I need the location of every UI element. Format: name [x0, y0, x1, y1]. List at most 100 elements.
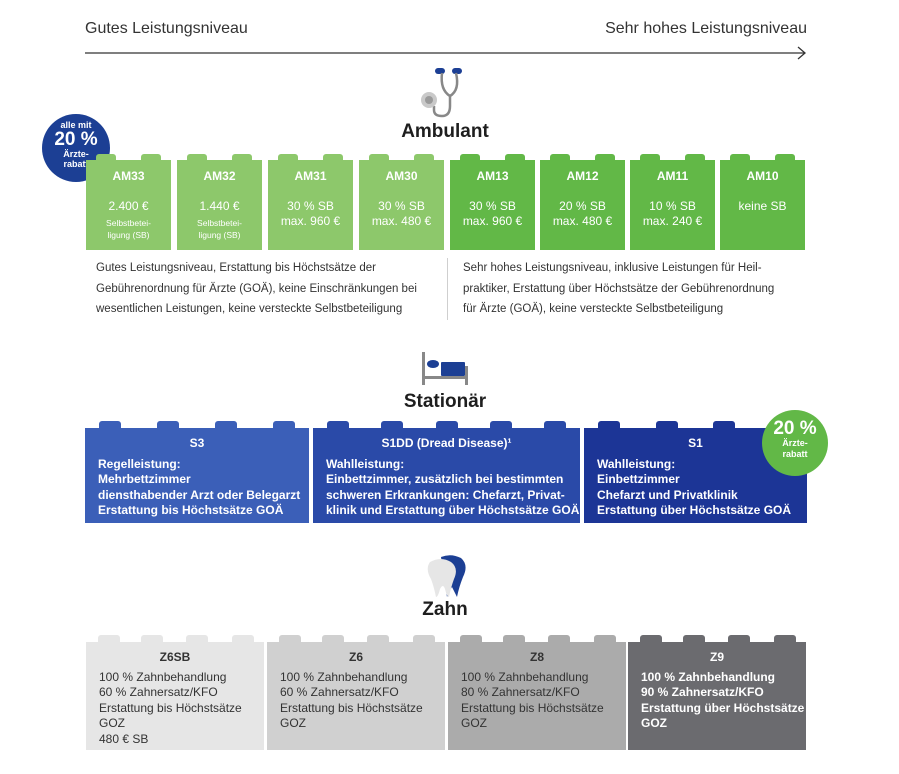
- tariff-max: max. 240 €: [642, 214, 703, 228]
- box-line: Einbettzimmer: [597, 472, 680, 486]
- badge-text: rabatt: [782, 449, 808, 459]
- description-line: praktiker, Erstattung über Höchstsätze d…: [463, 282, 775, 295]
- scale-arrow-icon: [85, 46, 806, 60]
- scale-left-label: Gutes Leistungsniveau: [85, 20, 248, 37]
- box-line: 80 % Zahnersatz/KFO: [461, 685, 580, 699]
- box-line: Mehrbettzimmer: [98, 472, 191, 486]
- stationaer-title: Stationär: [403, 391, 487, 412]
- box-line: 90 % Zahnersatz/KFO: [641, 685, 764, 699]
- description-line: Sehr hohes Leistungsniveau, inklusive Le…: [463, 262, 762, 274]
- box-heading: S3: [189, 436, 205, 450]
- box-line: GOZ: [280, 716, 306, 730]
- box-line: GOZ: [461, 716, 487, 730]
- box-line: Erstattung bis Höchstsätze GOÄ: [98, 503, 284, 517]
- description-line: wesentlichen Leistungen, keine versteckt…: [96, 303, 403, 315]
- tariff-code: AM33: [112, 169, 145, 183]
- box-line: Regelleistung:: [98, 456, 181, 471]
- description-line: Gebührenordnung für Ärzte (GOÄ), keine E…: [96, 282, 417, 295]
- ambulant-title: Ambulant: [401, 121, 489, 142]
- box-heading: Z8: [529, 650, 544, 664]
- box-heading: Z6SB: [159, 650, 191, 664]
- box-line: Wahlleistung:: [326, 456, 405, 471]
- box-heading: S1: [688, 436, 703, 450]
- box-heading: Z9: [709, 650, 724, 664]
- tariff-code: AM32: [203, 169, 236, 183]
- tariff-max: max. 480 €: [552, 214, 613, 228]
- stationaer-discount-badge: 20 % Ärzte- rabatt: [762, 410, 828, 476]
- box-line: 480 € SB: [99, 731, 149, 746]
- box-line: Chefarzt und Privatklinik: [597, 487, 738, 502]
- box-line: Erstattung bis Höchstsätze: [280, 700, 423, 715]
- box-line: 100 % Zahnbehandlung: [280, 669, 408, 684]
- badge-text: Ärzte-: [63, 149, 89, 159]
- tariff-note: ligung (SB): [107, 230, 150, 240]
- badge-text: Ärzte-: [782, 438, 808, 448]
- box-line: klinik und Erstattung über Höchstsätze G…: [326, 503, 580, 517]
- box-line: schweren Erkrankungen: Chefarzt, Privat-: [326, 487, 565, 502]
- description-divider: [447, 258, 448, 320]
- badge-text: rabatt: [63, 159, 89, 169]
- box-line: diensthabender Arzt oder Belegarzt: [98, 487, 301, 502]
- tariff-max: max. 960 €: [280, 214, 341, 228]
- tariff-code: AM30: [385, 169, 418, 183]
- badge-percent: 20 %: [773, 418, 817, 439]
- tariff-code: AM31: [294, 169, 327, 183]
- tariff-note: Selbstbetei-: [106, 218, 151, 228]
- tariff-max: max. 480 €: [371, 214, 432, 228]
- ambulant-tariff-am33: AM33 2.400 € Selbstbetei-ligung (SB): [86, 154, 171, 250]
- box-line: Erstattung bis Höchstsätze: [461, 700, 604, 715]
- tariff-note: ligung (SB): [198, 230, 241, 240]
- tariff-value: 10 % SB: [649, 199, 696, 213]
- box-line: 100 % Zahnbehandlung: [461, 669, 589, 684]
- box-heading: S1DD (Dread Disease)¹: [381, 436, 512, 450]
- tariff-value: 2.400 €: [108, 199, 149, 213]
- ambulant-description-right: Sehr hohes Leistungsniveau, inklusive Le…: [463, 258, 803, 320]
- description-line: für Ärzte (GOÄ), keine versteckte Selbst…: [463, 303, 724, 315]
- box-line: Einbettzimmer, zusätzlich bei bestimmten: [326, 472, 564, 486]
- tariff-value: 1.440 €: [199, 199, 240, 213]
- box-line: Erstattung bis Höchstsätze: [99, 700, 242, 715]
- ambulant-discount-badge: alle mit 20 % Ärzte- rabatt: [42, 114, 110, 182]
- scale-right-label: Sehr hohes Leistungsniveau: [605, 20, 807, 37]
- box-line: Erstattung über Höchstsätze GOÄ: [597, 503, 792, 517]
- tariff-value: 20 % SB: [559, 199, 606, 213]
- badge-percent: 20 %: [54, 129, 98, 150]
- badge-text: alle mit: [60, 120, 92, 130]
- box-heading: Z6: [348, 650, 363, 664]
- ambulant-tariff-am32: AM32 1.440 € Selbstbetei-ligung (SB): [177, 154, 262, 250]
- tariff-max: max. 960 €: [462, 214, 523, 228]
- tooth-icon: [427, 555, 466, 597]
- hospital-bed-icon: [422, 352, 468, 385]
- box-line: GOZ: [99, 716, 125, 730]
- tariff-value: 30 % SB: [287, 199, 334, 213]
- box-line: GOZ: [641, 716, 667, 730]
- tariff-code: AM10: [746, 169, 779, 183]
- tariff-note: Selbstbetei-: [197, 218, 242, 228]
- description-line: Gutes Leistungsniveau, Erstattung bis Hö…: [96, 262, 376, 274]
- box-line: 100 % Zahnbehandlung: [641, 669, 776, 684]
- box-line: 60 % Zahnersatz/KFO: [99, 685, 218, 699]
- stationaer-box-s1dd: S1DD (Dread Disease)¹ Wahlleistung:Einbet…: [313, 421, 580, 523]
- box-line: Wahlleistung:: [597, 456, 676, 471]
- tariff-value: 30 % SB: [469, 199, 516, 213]
- ambulant-description-left: Gutes Leistungsniveau, Erstattung bis Hö…: [96, 258, 441, 320]
- box-line: 60 % Zahnersatz/KFO: [280, 685, 399, 699]
- box-line: Erstattung über Höchstsätze: [641, 700, 805, 715]
- tariff-value: keine SB: [738, 199, 787, 213]
- tariff-code: AM12: [566, 169, 599, 183]
- tariff-code: AM13: [476, 169, 509, 183]
- stethoscope-icon: [421, 68, 462, 118]
- ambulant-tariff-am10: AM10 keine SB: [720, 154, 805, 250]
- box-line: 100 % Zahnbehandlung: [99, 669, 227, 684]
- tariff-value: 30 % SB: [378, 199, 425, 213]
